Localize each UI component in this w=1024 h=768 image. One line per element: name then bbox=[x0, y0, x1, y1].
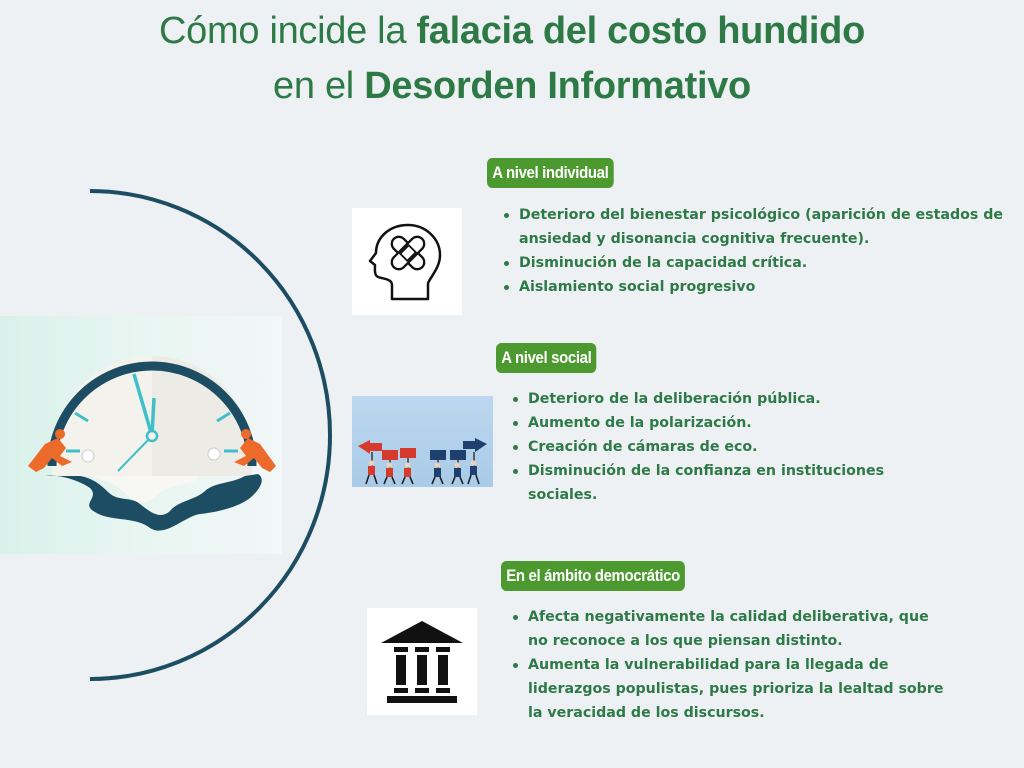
title-line-1: Cómo incide la falacia del costo hundido bbox=[0, 4, 1024, 59]
head-bandage-icon-box bbox=[352, 208, 462, 315]
tag-individual: A nivel individual bbox=[487, 158, 614, 188]
page-title: Cómo incide la falacia del costo hundido… bbox=[0, 4, 1024, 114]
institution-icon-box bbox=[367, 608, 477, 715]
list-item: Aumento de la polarización. bbox=[513, 411, 948, 435]
tag-social: A nivel social bbox=[496, 343, 597, 373]
polarized-protesters-icon bbox=[358, 438, 487, 485]
title-line-1-bold: falacia del costo hundido bbox=[416, 10, 865, 52]
list-item: Disminución de la confianza en instituci… bbox=[513, 459, 948, 507]
list-item: Deterioro de la deliberación pública. bbox=[513, 387, 948, 411]
title-line-2: en el Desorden Informativo bbox=[0, 59, 1024, 114]
tag-democratic: En el ámbito democrático bbox=[501, 561, 686, 591]
melting-clock-icon bbox=[28, 356, 276, 531]
list-democratic: Afecta negativamente la calidad delibera… bbox=[506, 605, 948, 725]
protesters-icon-box bbox=[352, 396, 493, 487]
title-line-1-regular: Cómo incide la bbox=[159, 10, 417, 52]
title-line-2-regular: en el bbox=[273, 65, 365, 107]
head-bandage-icon bbox=[368, 223, 442, 300]
list-item: Aislamiento social progresivo bbox=[504, 275, 1019, 299]
title-line-2-bold: Desorden Informativo bbox=[364, 65, 751, 107]
institution-building-icon bbox=[381, 620, 463, 703]
list-individual: Deterioro del bienestar psicológico (apa… bbox=[497, 203, 1019, 299]
list-item: Creación de cámaras de eco. bbox=[513, 435, 948, 459]
list-item: Deterioro del bienestar psicológico (apa… bbox=[504, 203, 1019, 251]
list-item: Afecta negativamente la calidad delibera… bbox=[513, 605, 948, 653]
list-item: Aumenta la vulnerabilidad para la llegad… bbox=[513, 653, 948, 725]
melting-clock-illustration bbox=[0, 316, 282, 554]
list-item: Disminución de la capacidad crítica. bbox=[504, 251, 1019, 275]
list-social: Deterioro de la deliberación pública. Au… bbox=[506, 387, 948, 507]
